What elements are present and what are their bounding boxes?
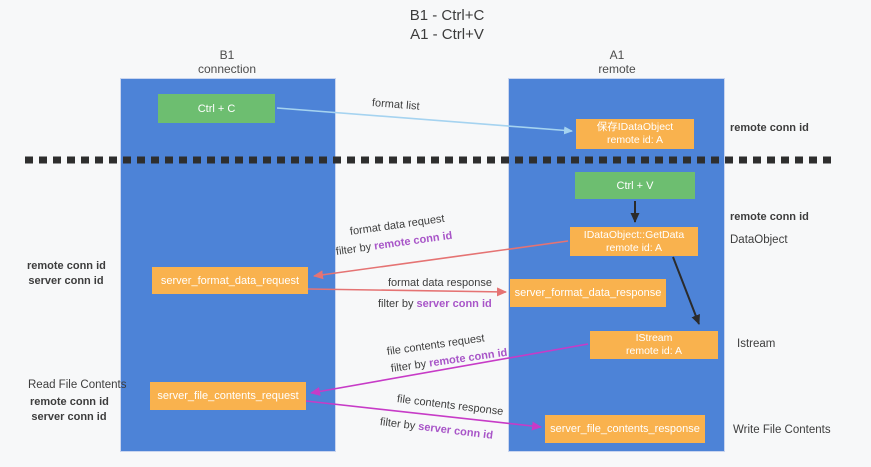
read-file-contents-note: Read File Contents [28,379,126,391]
remote-conn-id-note-left-1: remote conn id [27,260,106,272]
remote-conn-id-text: remote conn id [373,229,454,253]
istream-note: Istream [737,338,775,350]
istream-line1: IStream [635,332,673,344]
format-list-label: format list [372,97,420,113]
title-line-1: B1 - Ctrl+C [409,7,485,24]
server-format-data-request-box: server_format_data_request [152,267,308,294]
server-format-data-request-label: server_format_data_request [160,274,300,287]
lane-header-b1: B1 connection [167,48,287,76]
save-dataobject-box: 保存IDataObject remote id: A [576,119,694,149]
filter-by-server-conn-id-label-2: filter by server conn id [379,416,493,442]
dataobject-text: DataObject [730,234,788,246]
filter-by-text: filter by [379,416,416,433]
remote-conn-id-text: remote conn id [730,211,809,223]
filter-by-text: filter by [335,241,372,258]
save-dataobject-line2: remote id: A [606,134,664,146]
ctrl-c-box: Ctrl + C [158,94,275,123]
read-file-contents-text: Read File Contents [28,379,127,391]
ctrl-v-label: Ctrl + V [616,179,654,192]
ctrl-v-box: Ctrl + V [575,172,695,199]
filter-by-text: filter by [378,298,414,310]
getdata-box: IDataObject::GetData remote id: A [570,227,698,256]
server-format-data-response-box: server_format_data_response [510,279,666,307]
remote-conn-id-text: remote conn id [30,396,109,408]
server-conn-id-text: server conn id [417,420,494,442]
server-format-data-response-label: server_format_data_response [514,287,662,299]
getdata-line1: IDataObject::GetData [583,228,685,241]
ctrl-c-label: Ctrl + C [197,102,236,115]
istream-text: Istream [737,338,776,350]
server-conn-id-text: server conn id [416,298,492,310]
diagram-title: B1 - Ctrl+C A1 - Ctrl+V [347,6,547,44]
remote-conn-id-note-top-right: remote conn id [730,122,809,134]
lane-b1-subtitle: connection [197,62,257,76]
remote-conn-id-text: remote conn id [27,260,106,272]
server-conn-id-note-left-1: server conn id [27,275,105,287]
lane-b1-name: B1 [219,48,235,62]
filter-by-server-conn-id-label-1: filter by server conn id [378,298,492,310]
format-data-response-text: format data response [388,277,492,289]
lane-a1-subtitle: remote [598,62,636,76]
lane-header-a1: A1 remote [557,48,677,76]
title-line-2: A1 - Ctrl+V [410,26,484,43]
format-data-response-arrow [307,287,507,297]
server-file-contents-response-label: server_file_contents_response [550,423,700,435]
format-data-response-label: format data response [388,277,492,289]
server-conn-id-text: server conn id [28,275,104,287]
server-conn-id-text: server conn id [31,411,107,423]
server-file-contents-request-box: server_file_contents_request [150,382,306,410]
save-dataobject-line1: 保存IDataObject [596,121,674,133]
remote-conn-id-text: remote conn id [730,122,809,134]
server-file-contents-request-label: server_file_contents_request [157,390,299,402]
server-conn-id-note-left-2: server conn id [30,411,108,423]
dataobject-note: DataObject [730,234,788,246]
istream-box: IStream remote id: A [590,331,718,359]
remote-conn-id-note-left-2: remote conn id [30,396,109,408]
format-list-text: format list [371,97,421,113]
istream-line2: remote id: A [625,345,683,357]
write-file-contents-text: Write File Contents [733,424,831,436]
remote-conn-id-note-mid-right: remote conn id [730,211,809,223]
filter-by-text: filter by [390,358,427,375]
file-contents-response-text: file contents response [396,393,504,418]
file-contents-response-label: file contents response [396,393,504,418]
lane-a1-name: A1 [609,48,625,62]
server-file-contents-response-box: server_file_contents_response [545,415,705,443]
write-file-contents-note: Write File Contents [733,424,831,436]
getdata-line2: remote id: A [605,241,663,254]
